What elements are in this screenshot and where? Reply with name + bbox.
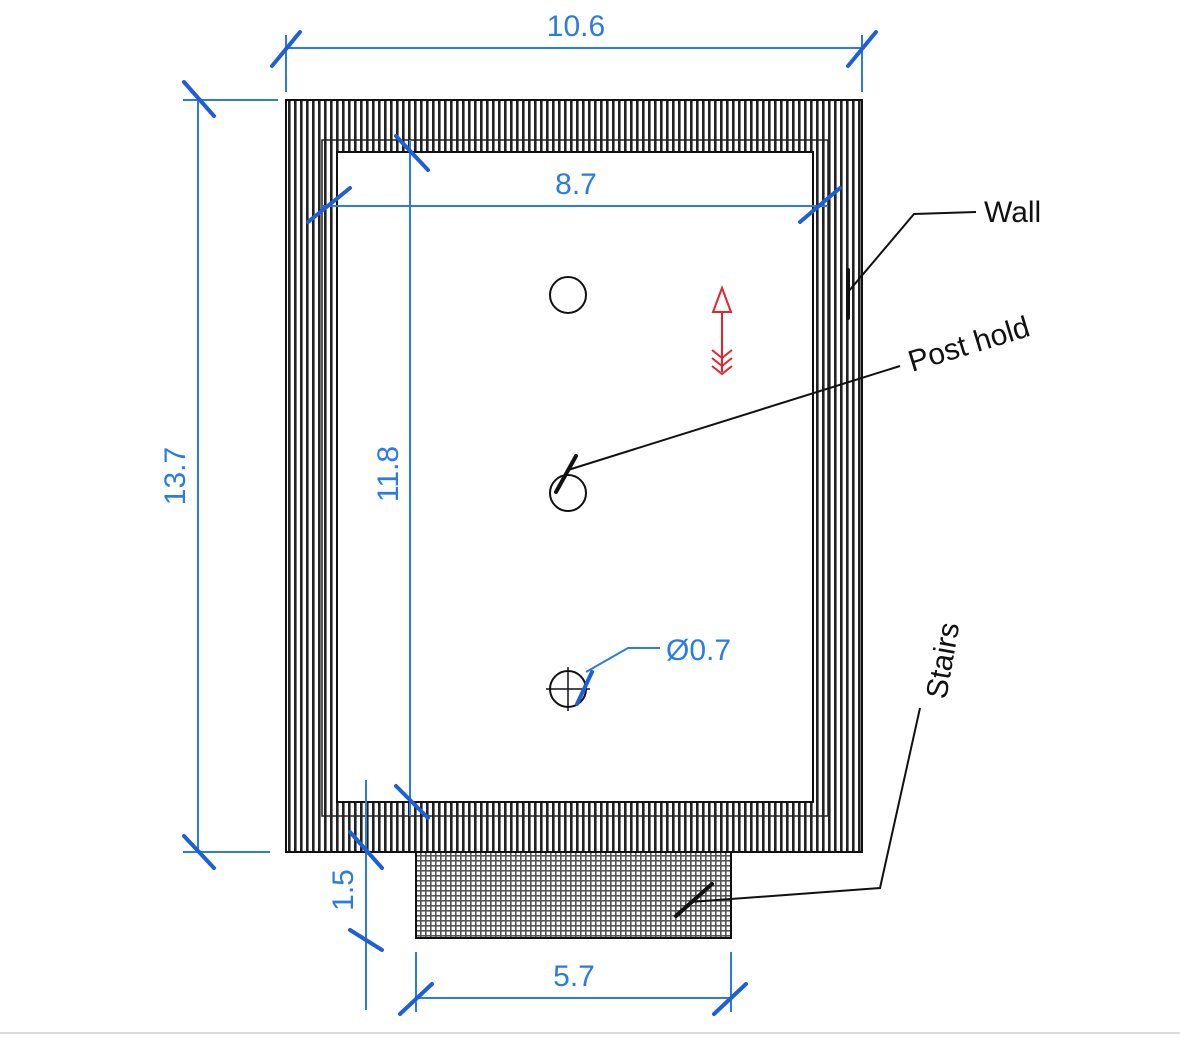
dimension-stair-width: 5.7 [553,960,595,993]
dimension-outer-height: 13.7 [159,447,192,505]
dimension-stair-depth: 1.5 [327,869,360,911]
wall [285,99,863,853]
label-post-hold: Post hold [904,311,1033,379]
label-stairs: Stairs [920,620,966,701]
dimension-post-diameter: Ø0.7 [666,634,731,667]
stairs-leader [689,707,921,903]
stairs-block [415,851,732,939]
post-hole [549,276,587,314]
dimension-inner-height: 11.8 [372,446,405,502]
dimension-inner-width: 8.7 [555,168,597,201]
wall-leader [847,211,977,293]
label-wall: Wall [984,196,1041,229]
north-arrow-icon [711,285,733,376]
page-divider [0,1032,1180,1034]
post-hole [549,474,587,512]
post-hold-leader [567,365,901,471]
dimension-outer-width: 10.6 [547,10,605,43]
